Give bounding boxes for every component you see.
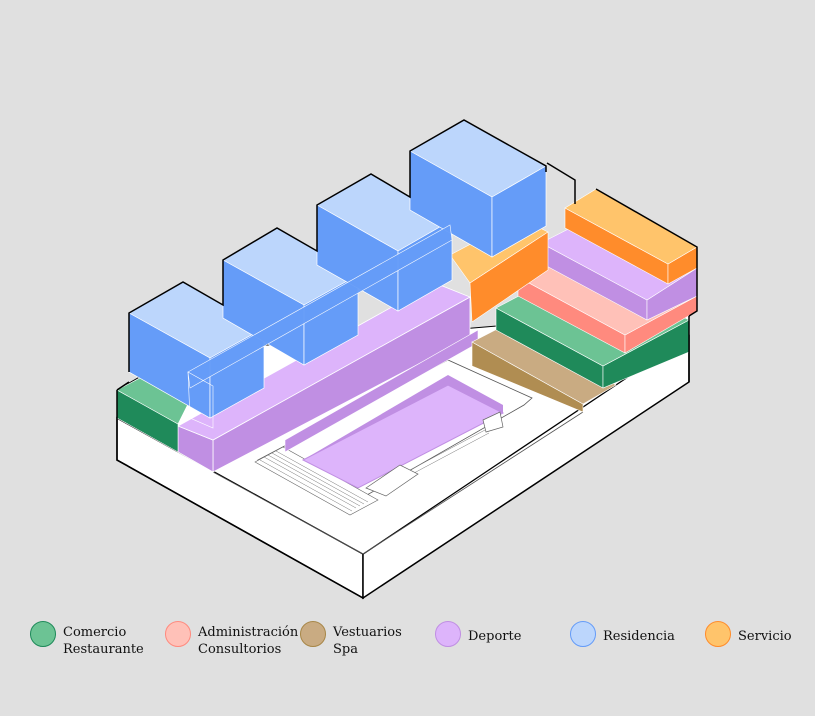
residencia-block-2 [222,227,359,366]
pool-wall-back-2 [448,375,503,413]
pool-entry [365,464,419,497]
skyline-outline [128,119,547,372]
residencia-bridges [187,224,453,429]
deporte-bar [177,282,479,473]
vestuarios-bar [471,324,617,413]
servicio-bar [564,188,698,285]
pool-wall-back [303,375,448,460]
pool-entry-right [482,411,504,433]
deporte-right-bar [540,217,698,321]
comercio-left [116,377,191,453]
pool-area [254,359,533,516]
pool-stairs-left [254,446,379,516]
pool-steps [259,429,490,512]
residencia-block-1 [128,281,265,419]
